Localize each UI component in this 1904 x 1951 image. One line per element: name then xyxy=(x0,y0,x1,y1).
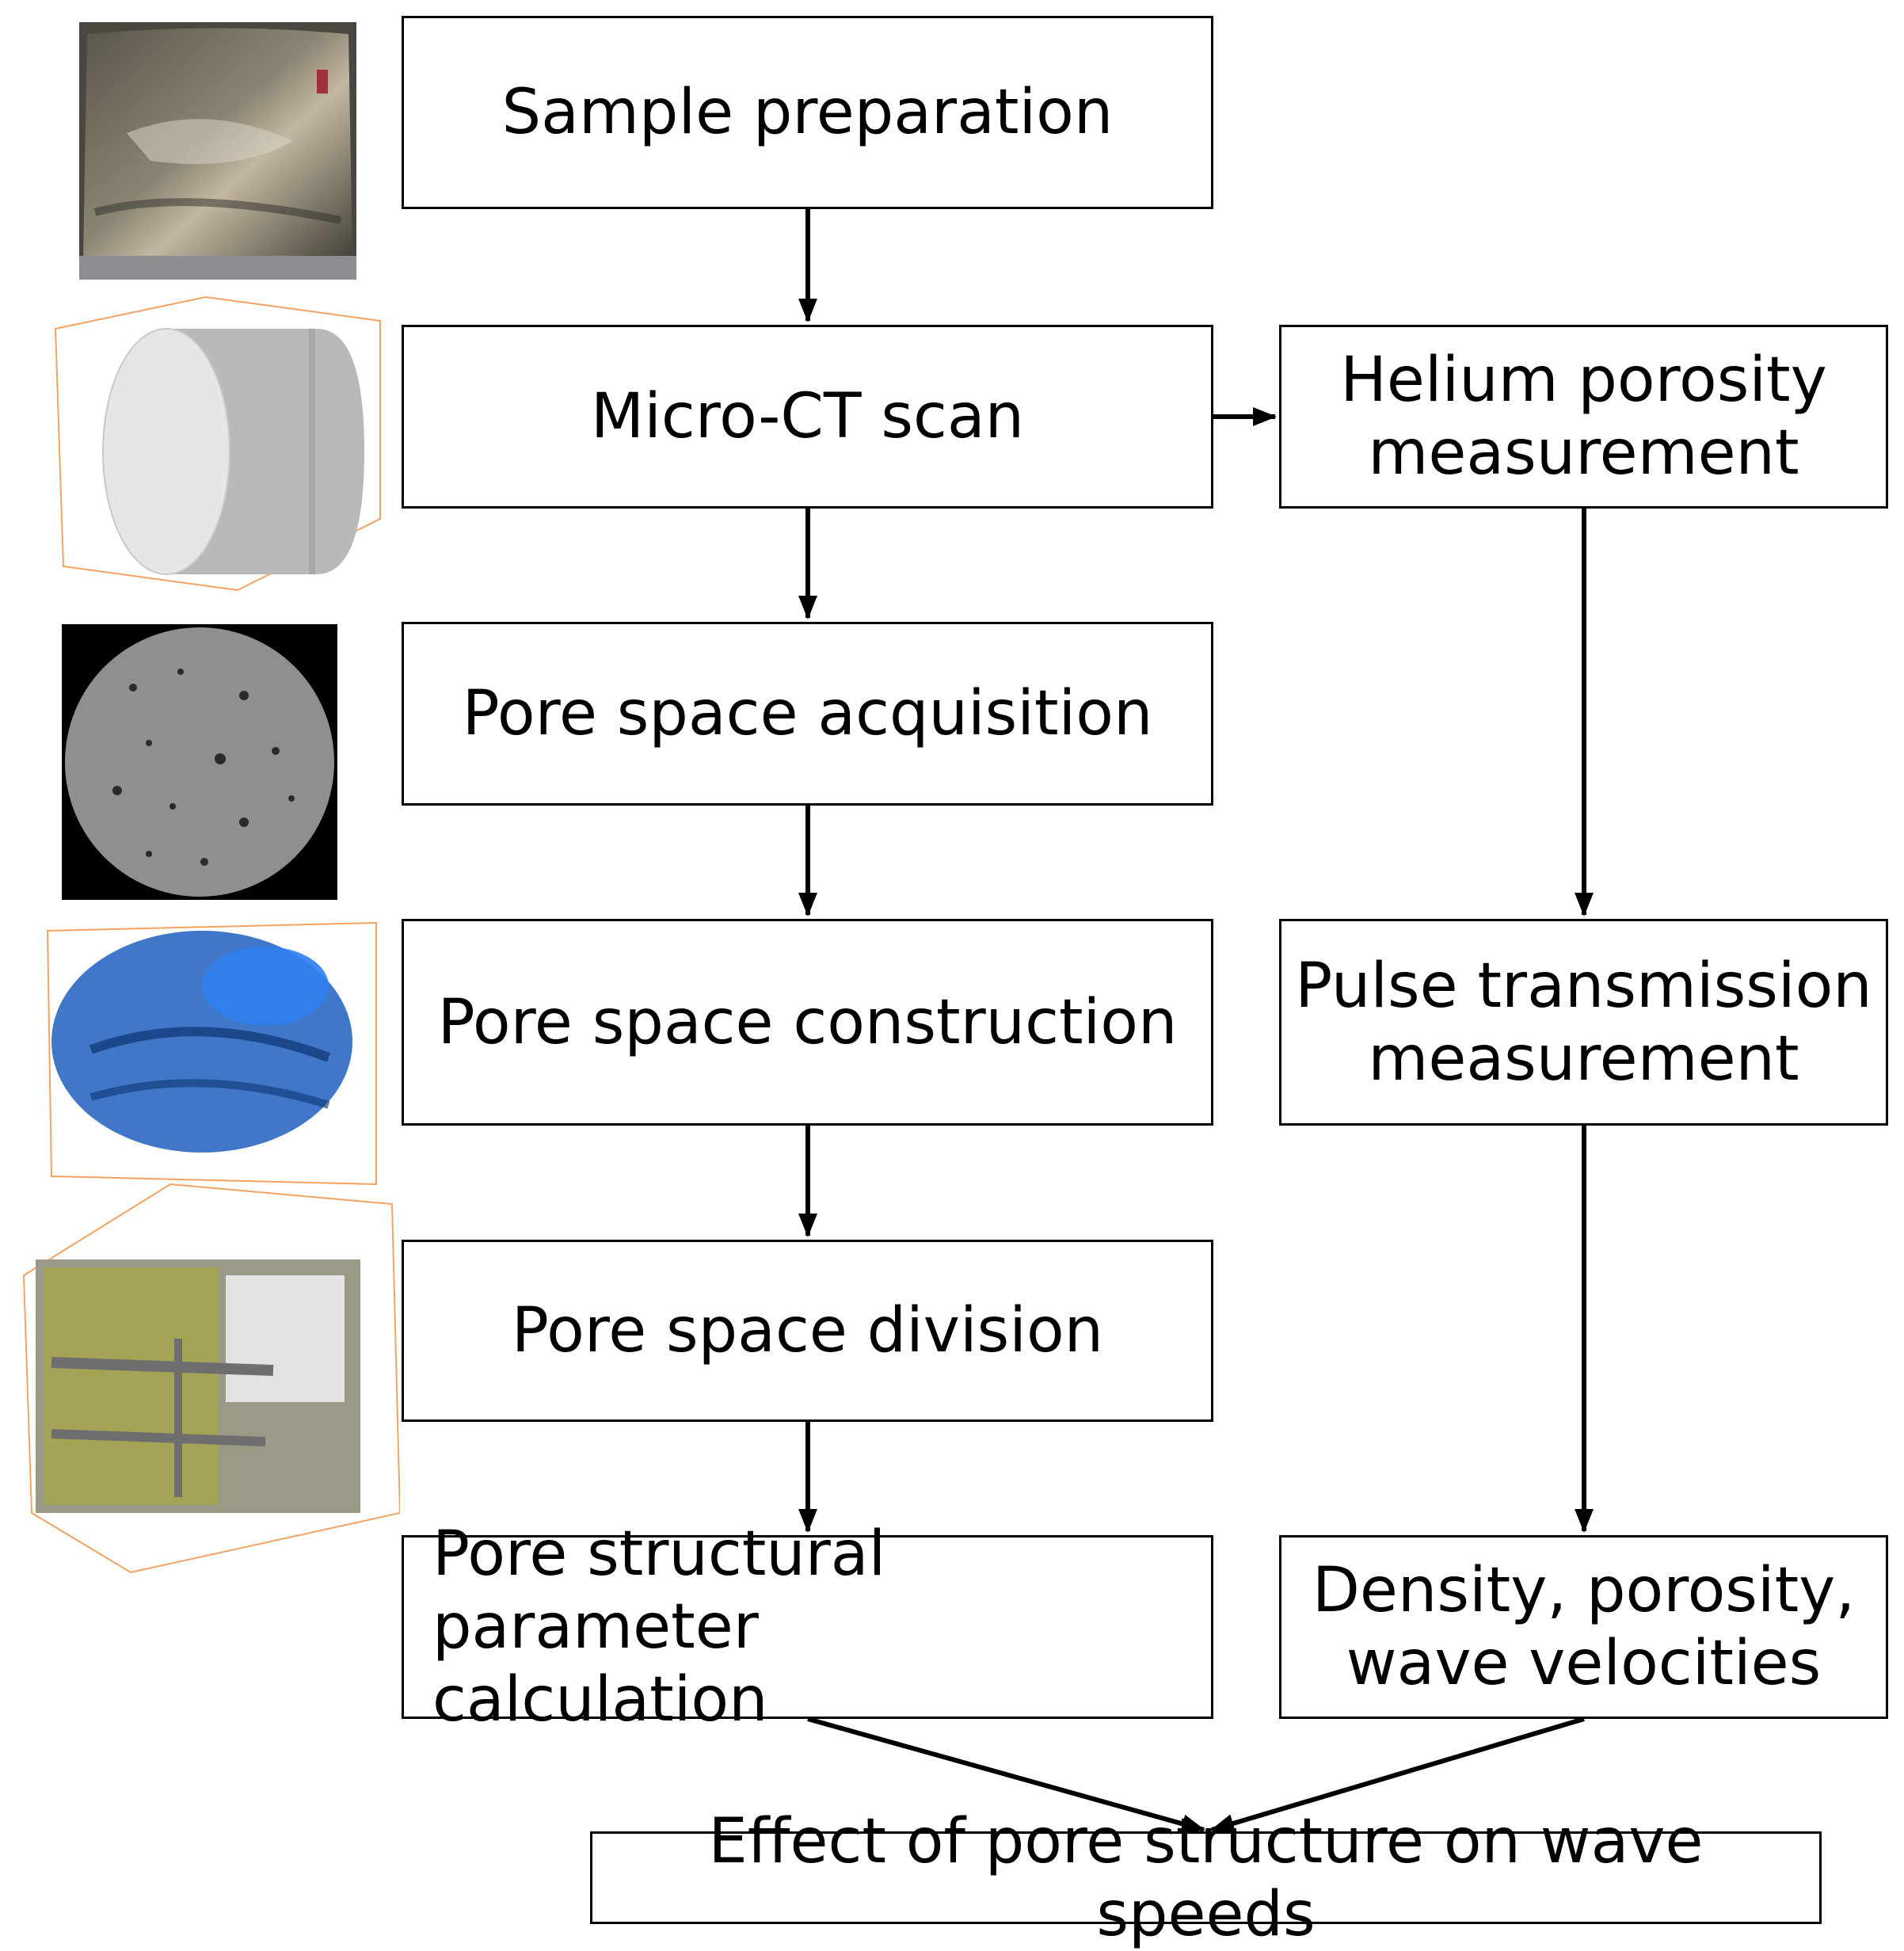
step-pore-space-division: Pore space division xyxy=(402,1240,1213,1422)
step-pore-space-construction: Pore space construction xyxy=(402,919,1213,1126)
step-micro-ct-scan: Micro-CT scan xyxy=(402,325,1213,509)
step-helium-porosity-measurement: Helium porosity measurement xyxy=(1279,325,1888,509)
step-pore-space-acquisition: Pore space acquisition xyxy=(402,622,1213,806)
arrow-parameter-to-effect xyxy=(807,1717,1205,1834)
pore-space-3d-render xyxy=(44,915,384,1192)
step-pulse-transmission-measurement: Pulse transmission measurement xyxy=(1279,919,1888,1126)
rock-sample-photo xyxy=(79,22,356,280)
arrow-density-to-effect xyxy=(1210,1717,1585,1833)
ct-volume-render xyxy=(48,281,388,614)
pore-division-3d-render xyxy=(20,1180,400,1576)
step-sample-preparation: Sample preparation xyxy=(402,16,1213,209)
ct-slice-image xyxy=(62,624,337,900)
